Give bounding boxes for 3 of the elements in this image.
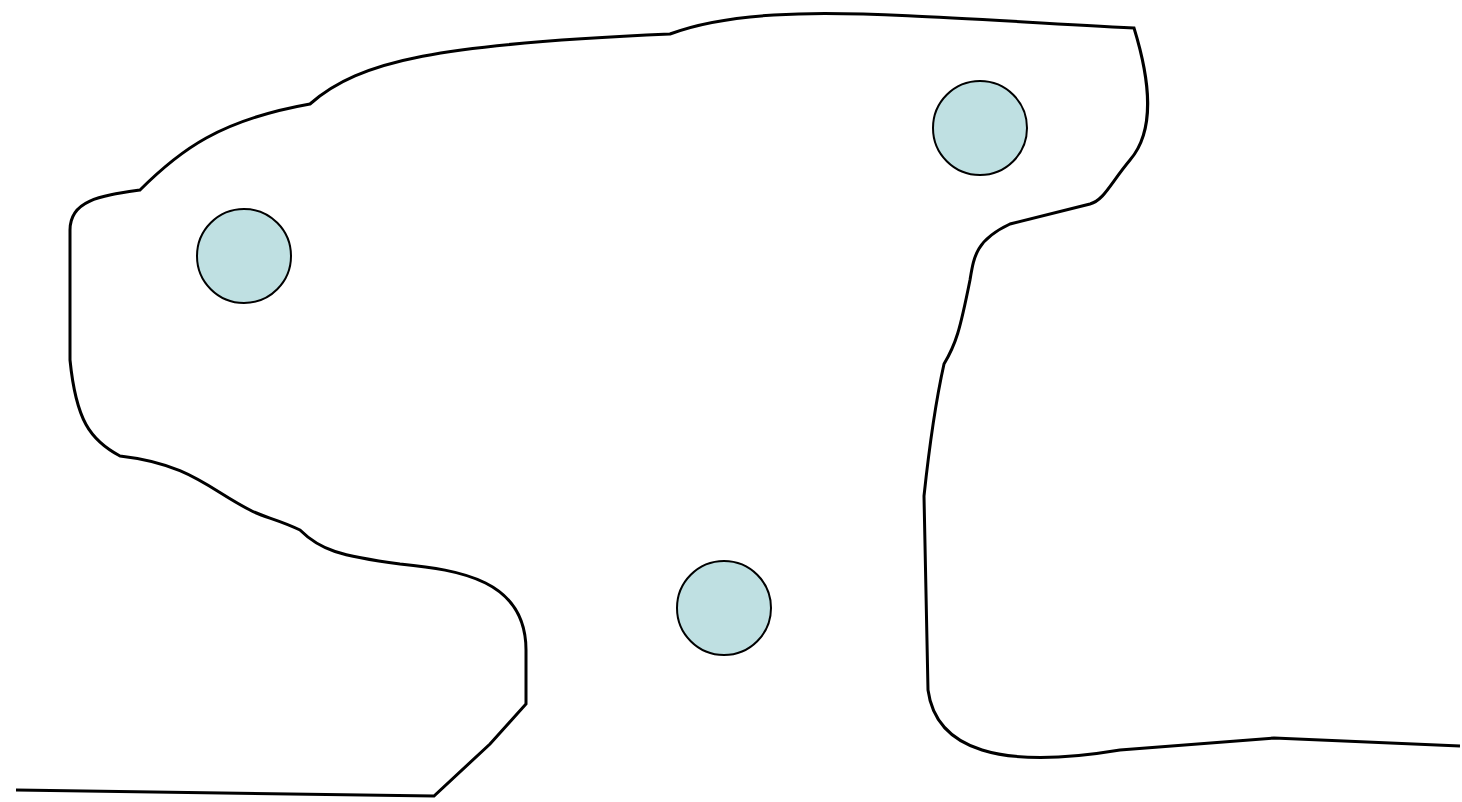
circle-marker [932,80,1028,176]
circle-marker [196,208,292,304]
circle-marker [676,560,772,656]
